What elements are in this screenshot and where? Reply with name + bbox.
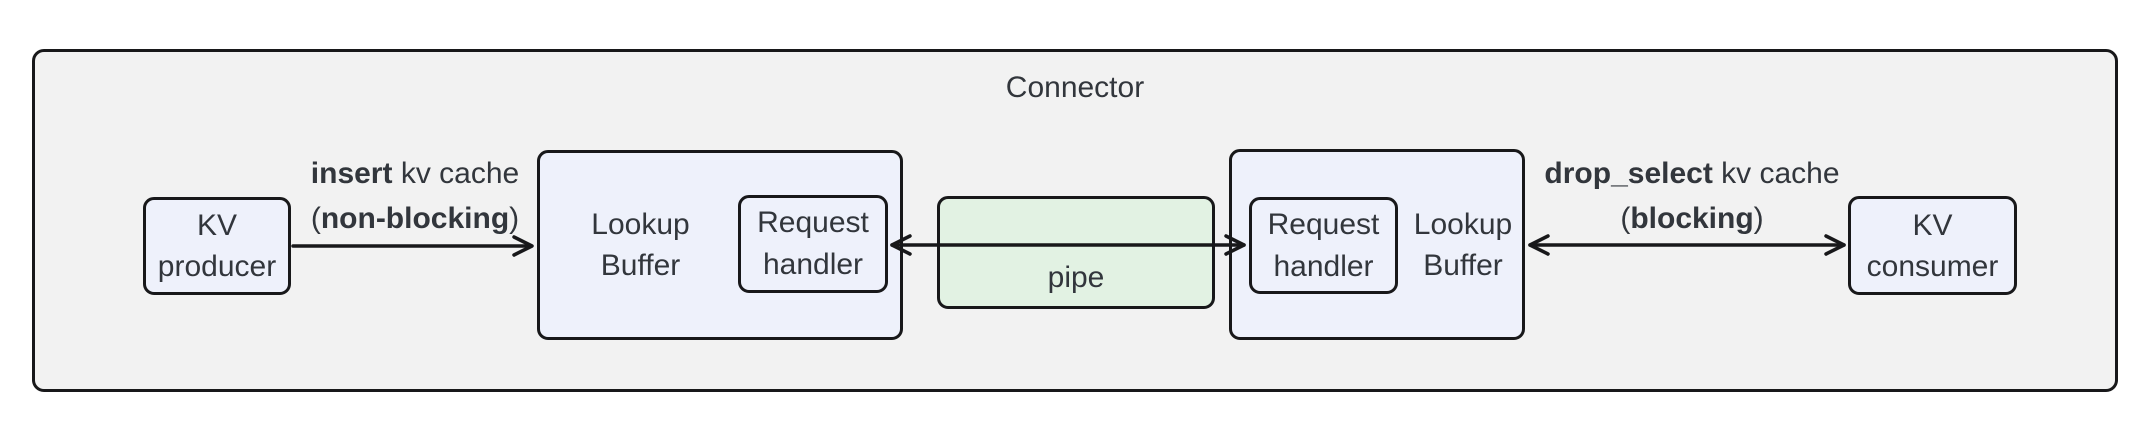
node-label-line: Buffer xyxy=(1423,248,1503,282)
lookup-buffer-right-label: Lookup Buffer xyxy=(1398,152,1528,337)
connector-title: Connector xyxy=(1005,71,1145,104)
node-pipe: pipe xyxy=(937,196,1215,309)
drop-select-edge-label: drop_select kv cache (blocking) xyxy=(1522,151,1862,241)
node-kv-consumer: KV consumer xyxy=(1848,196,2017,295)
node-label-line: handler xyxy=(1273,249,1374,283)
drop-select-edge-label-line2: (blocking) xyxy=(1620,202,1764,235)
insert-edge-label-line1: insert kv cache xyxy=(310,157,520,190)
insert-edge-label-line2: (non-blocking) xyxy=(310,202,520,235)
node-kv-producer: KV producer xyxy=(143,197,291,295)
node-label-line: producer xyxy=(157,250,277,283)
node-request-handler-right: Request handler xyxy=(1249,197,1398,294)
node-lookup-buffer-right: Request handler Lookup Buffer xyxy=(1229,149,1525,340)
node-label-line: handler xyxy=(762,248,864,281)
node-lookup-buffer-left: Lookup Buffer Request handler xyxy=(537,150,903,340)
node-label-line: Lookup xyxy=(1413,207,1513,241)
node-label-line: KV xyxy=(1912,208,1953,242)
node-label-line: Request xyxy=(757,206,869,239)
pipe-label: pipe xyxy=(1047,261,1105,294)
node-label-line: consumer xyxy=(1866,249,1999,283)
node-label-line: Request xyxy=(1267,207,1380,241)
node-label-line: Buffer xyxy=(600,249,681,282)
node-label-line: KV xyxy=(196,209,238,242)
node-request-handler-left: Request handler xyxy=(738,195,888,293)
node-label-line: Lookup xyxy=(591,208,690,241)
drop-select-edge-label-line1: drop_select kv cache xyxy=(1544,157,1840,190)
lookup-buffer-left-label: Lookup Buffer xyxy=(540,153,741,337)
insert-edge-label: insert kv cache (non-blocking) xyxy=(265,151,565,241)
